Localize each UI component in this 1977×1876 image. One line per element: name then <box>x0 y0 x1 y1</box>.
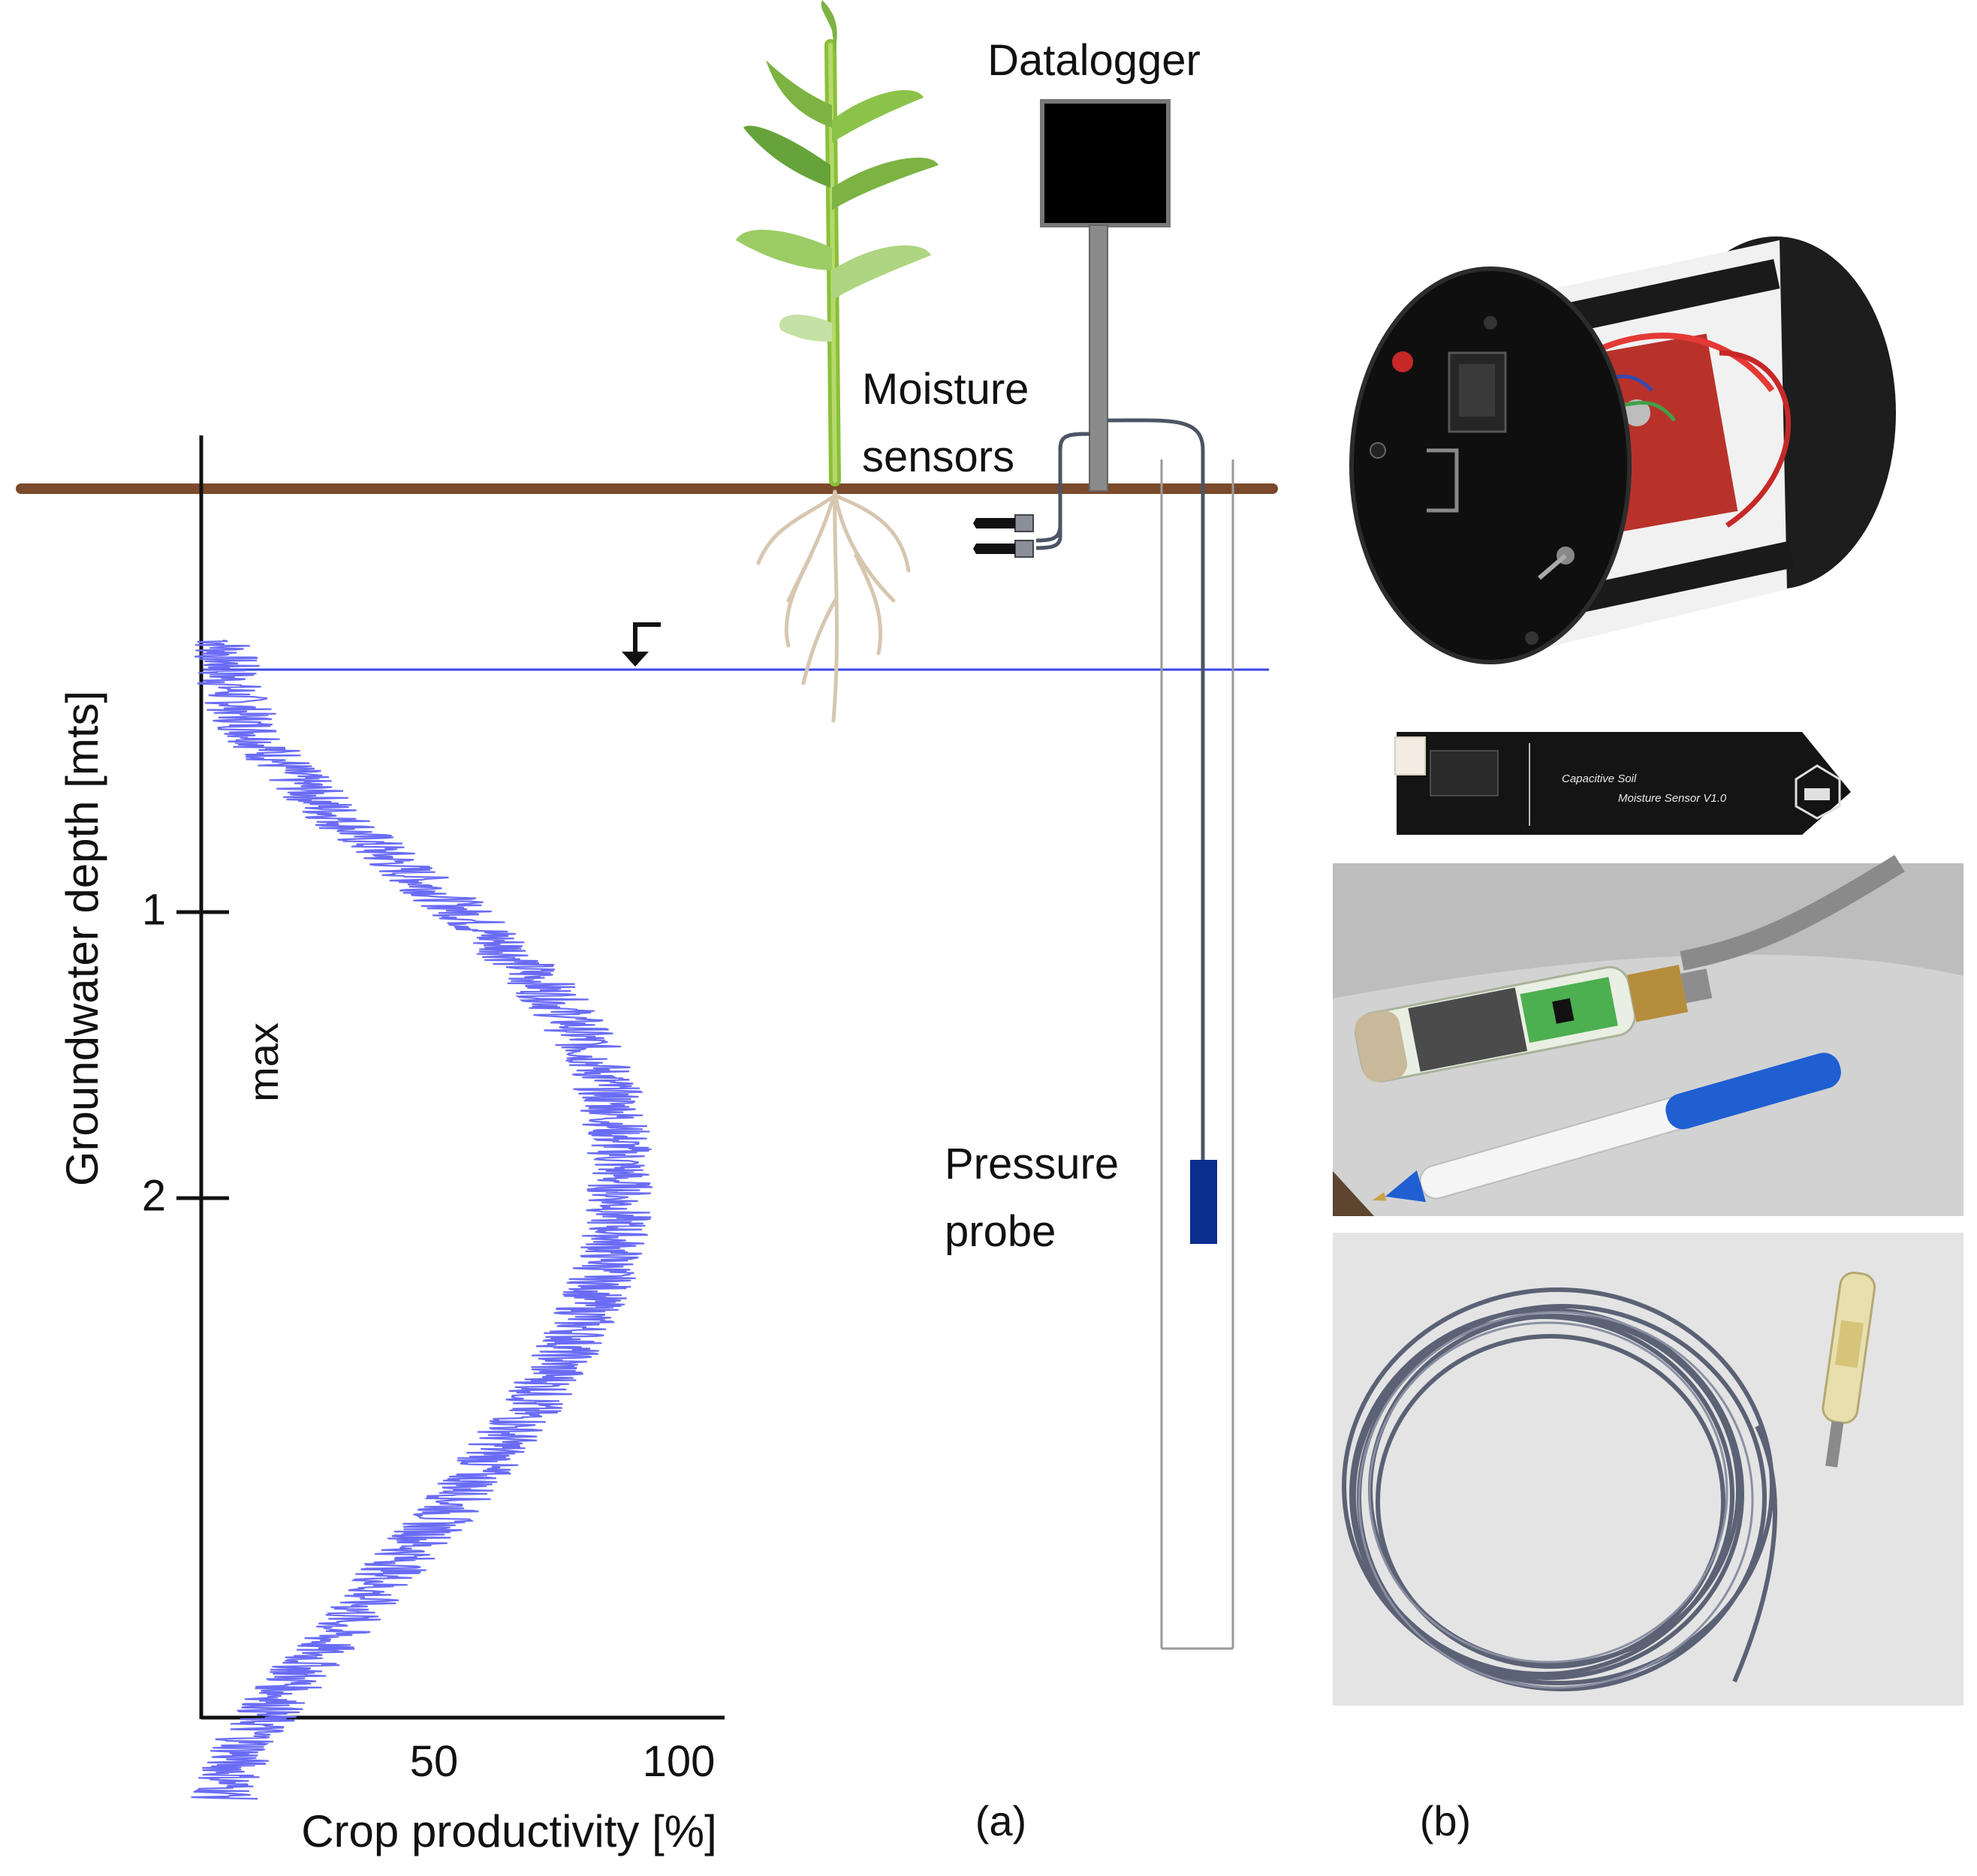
photo-pressure-transducer <box>1333 854 1963 1216</box>
pressure-probe <box>1190 1160 1217 1244</box>
photo-datalogger-enclosure <box>1349 236 1896 664</box>
datalogger-pole <box>1089 224 1108 492</box>
moisture-sensor-probes <box>973 514 1034 558</box>
well-casing <box>1160 459 1234 1650</box>
productivity-noise-line <box>191 639 653 1800</box>
y-tick-label-2: 2 <box>142 1171 166 1220</box>
pcb-text-line1: Capacitive Soil <box>1562 772 1637 785</box>
sensor-cables <box>1035 418 1205 1160</box>
moisture-sensors-label-line2: sensors <box>862 432 1014 481</box>
panel-a-label: (a) <box>975 1797 1026 1844</box>
x-tick-label-100: 100 <box>643 1737 716 1786</box>
sugarcane-plant <box>736 0 939 723</box>
datalogger-label: Datalogger <box>987 36 1201 85</box>
y-tick-label-1: 1 <box>142 885 166 934</box>
water-table-symbol <box>622 622 661 667</box>
panel-a: 1 2 50 100 Crop productivity [%] Groundw… <box>16 0 1278 1856</box>
moisture-sensors-label-line1: Moisture <box>862 365 1029 414</box>
productivity-curve-layer <box>191 639 653 1800</box>
x-tick-label-50: 50 <box>410 1737 459 1786</box>
max-annotation: max <box>240 1022 287 1102</box>
panel-b: Capacitive Soil Moisture Sensor V1.0 <box>1333 236 1963 1844</box>
panel-b-label: (b) <box>1420 1797 1471 1844</box>
photo-capacitive-sensor: Capacitive Soil Moisture Sensor V1.0 <box>1394 732 1851 835</box>
pcb-text-line2: Moisture Sensor V1.0 <box>1618 792 1727 805</box>
x-axis-title: Crop productivity [%] <box>301 1806 717 1856</box>
pressure-probe-label-line2: probe <box>945 1207 1056 1256</box>
photo-coiled-cable-probe <box>1333 1233 1963 1706</box>
y-axis-title: Groundwater depth [mts] <box>57 691 107 1186</box>
datalogger: Datalogger <box>987 36 1201 492</box>
datalogger-box <box>1040 99 1171 227</box>
y-tick-group: 1 2 <box>142 885 229 1220</box>
pressure-probe-label-line1: Pressure <box>945 1140 1119 1188</box>
